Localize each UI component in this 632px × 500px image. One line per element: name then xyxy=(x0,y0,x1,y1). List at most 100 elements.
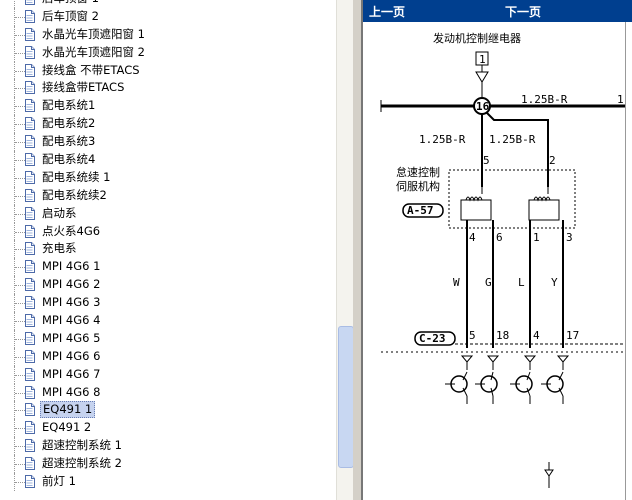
diagram-panel: 上一页 下一页 发动机控制继电器 1 16 1.25B-R 1 1.25B-R … xyxy=(361,0,632,500)
connector-code-text: C-23 xyxy=(419,332,446,345)
tree-item-label: 配电系统1 xyxy=(42,98,96,113)
tree-item-label: MPI 4G6 4 xyxy=(42,313,101,328)
servo-code-badge xyxy=(402,203,444,218)
tree-item[interactable]: MPI 4G6 7 xyxy=(0,365,336,384)
document-icon xyxy=(25,63,35,77)
tree-scrollbar[interactable] xyxy=(336,0,354,500)
next-page-button[interactable]: 下一页 xyxy=(505,5,542,19)
tree-line xyxy=(15,106,25,108)
tree-line xyxy=(14,276,15,295)
tree-item[interactable]: 点火系4G6 xyxy=(0,222,336,241)
page-nav-bar: 上一页 下一页 xyxy=(363,0,632,22)
tree-line xyxy=(14,151,15,169)
document-icon xyxy=(25,81,35,95)
tree-line xyxy=(15,374,25,376)
tree-line xyxy=(15,88,25,90)
panel-splitter[interactable] xyxy=(353,0,361,500)
document-icon xyxy=(25,314,35,328)
wiring-diagram: 发动机控制继电器 1 16 1.25B-R 1 1.25B-R 1.25B-R … xyxy=(380,31,631,488)
connector-code-badge xyxy=(414,331,456,346)
transistor-1 xyxy=(445,355,474,404)
tree-item-label: 配电系统续2 xyxy=(42,187,107,202)
tree-item[interactable]: 水晶光车顶遮阳窗 1 xyxy=(0,25,336,44)
document-icon xyxy=(25,331,35,345)
tree-item-label: 配电系统续 1 xyxy=(42,169,111,184)
document-icon xyxy=(25,385,35,399)
tree-item-label: EQ491 2 xyxy=(42,420,92,435)
tree-item[interactable]: 启动系 xyxy=(0,204,336,223)
tree-item[interactable]: MPI 4G6 2 xyxy=(0,276,336,295)
tree-item-label: 超速控制系统 1 xyxy=(42,438,122,453)
tree-item[interactable]: 后车顶窗 2 xyxy=(0,7,336,26)
tree-line xyxy=(14,97,15,116)
document-icon xyxy=(25,421,35,435)
tree-line xyxy=(14,312,15,330)
tree-line xyxy=(14,186,15,205)
tree-line xyxy=(15,464,25,466)
tree-item-label: MPI 4G6 1 xyxy=(42,259,101,274)
tree-item-label: MPI 4G6 3 xyxy=(42,295,101,310)
document-icon xyxy=(25,278,35,292)
motor-pin-4: 3 xyxy=(566,231,573,244)
motor-coil-left xyxy=(460,187,492,221)
tree-item-label: MPI 4G6 7 xyxy=(42,366,101,381)
document-icon xyxy=(25,242,35,256)
tree-item-label: 后车顶窗 2 xyxy=(42,8,99,23)
tree-item[interactable]: 配电系统2 xyxy=(0,115,336,134)
tree-line xyxy=(14,25,15,44)
document-icon xyxy=(25,206,35,220)
tree-line xyxy=(15,482,25,484)
motor-coil-right xyxy=(528,187,560,221)
motor-pin-2: 6 xyxy=(496,231,503,244)
tree-item[interactable]: 配电系统3 xyxy=(0,133,336,152)
document-icon xyxy=(25,439,35,453)
tree-item[interactable]: 接线盒带ETACS xyxy=(0,79,336,98)
tree-item-label: MPI 4G6 2 xyxy=(42,277,101,292)
servo-label-2: 伺服机构 xyxy=(396,179,440,193)
tree-line xyxy=(15,285,25,287)
tree-line xyxy=(15,410,25,412)
tree-line xyxy=(14,240,15,259)
tree-item[interactable]: 配电系统4 xyxy=(0,151,336,169)
tree-item-label: 接线盒带ETACS xyxy=(42,80,125,95)
tree-item-label: 点火系4G6 xyxy=(42,223,101,238)
tree-line xyxy=(15,392,25,394)
junction-number: 16 xyxy=(476,100,490,113)
tree-item[interactable]: MPI 4G6 8 xyxy=(0,383,336,402)
diagram-scrollbar[interactable] xyxy=(625,22,632,500)
tree-item[interactable]: 超速控制系统 2 xyxy=(0,455,336,474)
tree-item[interactable]: MPI 4G6 6 xyxy=(0,347,336,366)
tree-line xyxy=(15,356,25,358)
tree-line xyxy=(14,43,15,62)
prev-page-button[interactable]: 上一页 xyxy=(369,5,406,19)
document-icon xyxy=(25,45,35,59)
tree-item[interactable]: 配电系统1 xyxy=(0,97,336,116)
tree-item[interactable]: 前灯 1 xyxy=(0,473,336,491)
tree-line xyxy=(15,124,25,126)
tree-scrollbar-thumb[interactable] xyxy=(338,326,354,468)
wire-color-2: G xyxy=(485,276,492,289)
connector-pin-4: 17 xyxy=(566,329,579,342)
tree-item[interactable]: 配电系统续 1 xyxy=(0,168,336,187)
tree-item[interactable]: EQ491 2 xyxy=(0,419,336,438)
tree-item[interactable]: 配电系统续2 xyxy=(0,186,336,205)
tree-item[interactable]: MPI 4G6 3 xyxy=(0,294,336,313)
tree-item-label: 配电系统4 xyxy=(42,152,96,167)
tree-item[interactable]: 充电系 xyxy=(0,240,336,259)
tree-item[interactable]: MPI 4G6 4 xyxy=(0,312,336,330)
tree-line xyxy=(15,142,25,144)
tree-item[interactable]: MPI 4G6 5 xyxy=(0,329,336,348)
tree-line xyxy=(14,222,15,241)
tree-item[interactable]: 后车顶窗 1 xyxy=(0,0,336,8)
tree-item[interactable]: MPI 4G6 1 xyxy=(0,258,336,277)
transistor-3 xyxy=(510,355,537,404)
tree-line xyxy=(14,204,15,223)
document-icon xyxy=(25,153,35,167)
tree-item[interactable]: 水晶光车顶遮阳窗 2 xyxy=(0,43,336,62)
tree-item[interactable]: 接线盒 不带ETACS xyxy=(0,61,336,80)
tree-item[interactable]: 超速控制系统 1 xyxy=(0,437,336,456)
document-icon xyxy=(25,260,35,274)
tree-item[interactable]: EQ491 1 xyxy=(0,401,336,420)
